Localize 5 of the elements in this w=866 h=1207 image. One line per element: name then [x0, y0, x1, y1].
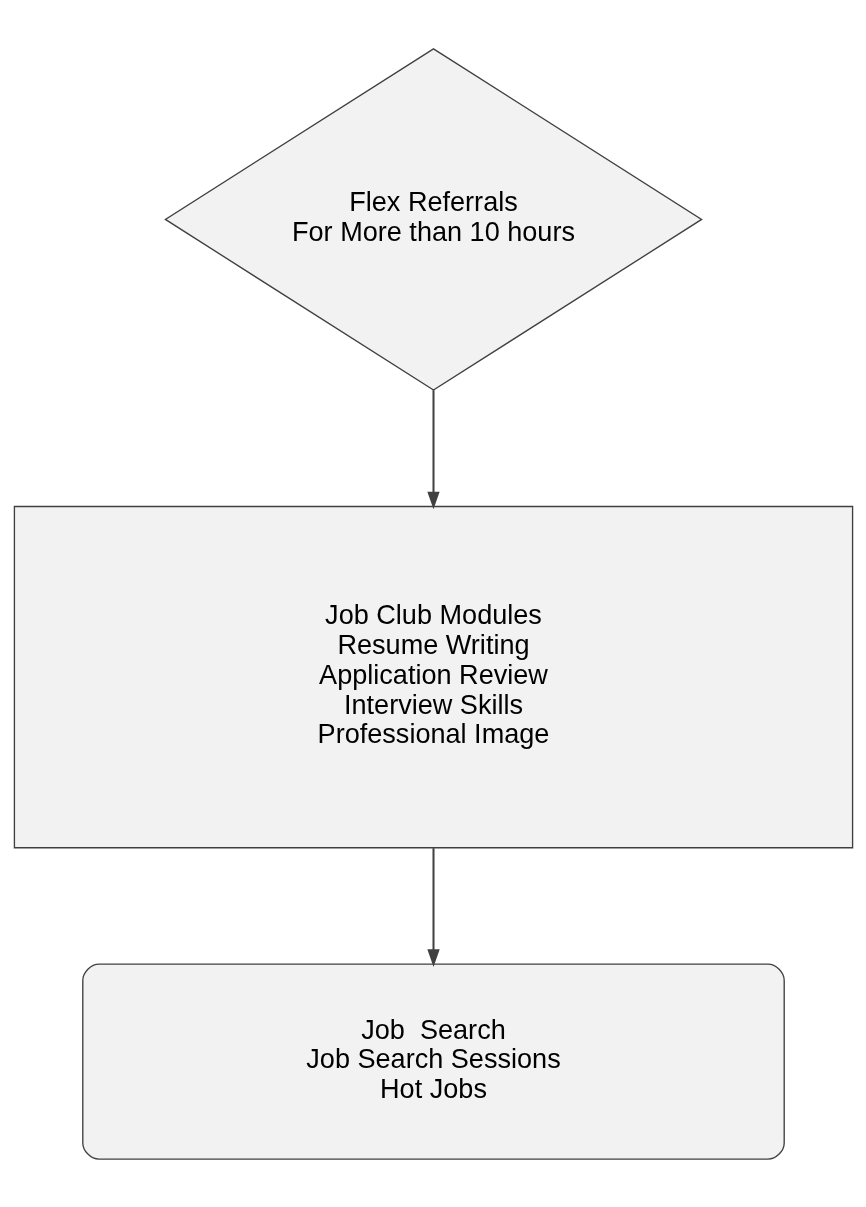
arrow — [426, 847, 440, 967]
arrow — [426, 389, 440, 509]
node-box: Job Search Job Search Sessions Hot Jobs — [81, 963, 785, 1160]
node-box: Job Club Modules Resume Writing Application Review Interview Skills Professional Image — [13, 505, 853, 848]
node-diamond: Flex Referrals For More than 10 hours — [163, 47, 703, 391]
